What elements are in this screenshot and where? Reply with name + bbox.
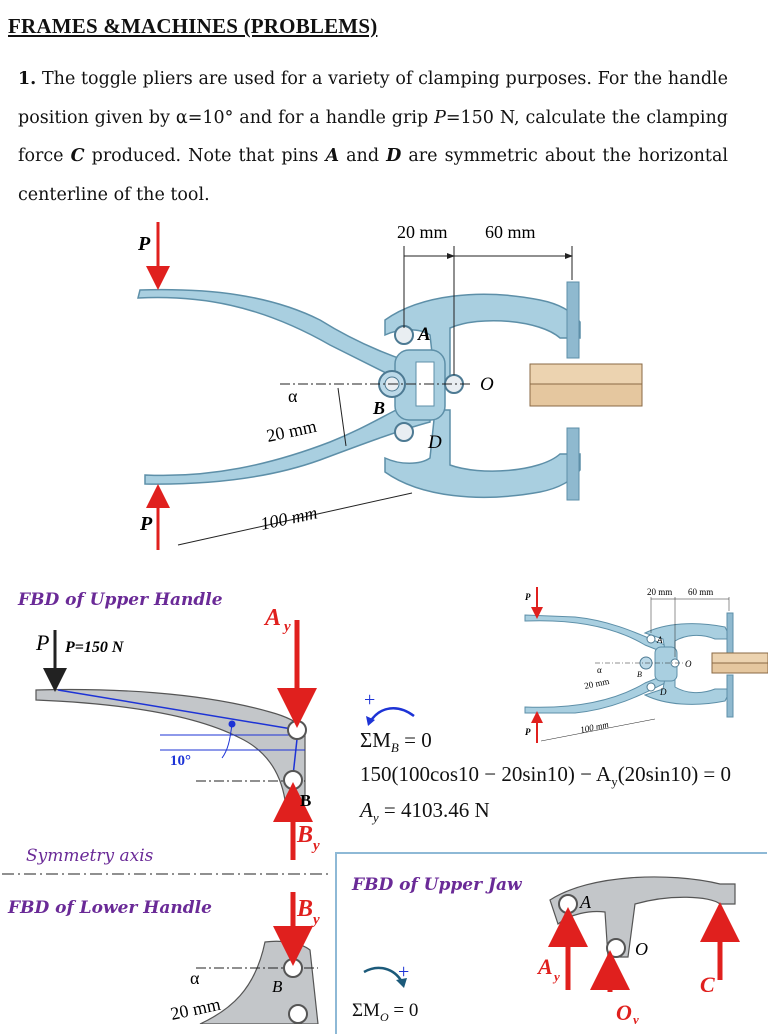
ccw-moment-icon-2: + xyxy=(363,962,409,988)
c-symbol: C xyxy=(70,146,85,166)
jaw-ay-sub: y xyxy=(552,969,560,984)
fbd-upper-by-sub: y xyxy=(311,838,320,854)
label-alpha: α xyxy=(288,386,298,406)
equation-ay-result: Ay = 4103.46 N xyxy=(360,798,490,826)
problem-text-3: =150 N, calculate the clamping force xyxy=(18,107,729,167)
jaw-ay: A xyxy=(536,954,553,979)
label-O: O xyxy=(480,374,494,395)
dim-20mm-slant: 20 mm xyxy=(265,416,319,446)
symmetry-axis-label: Symmetry axis xyxy=(26,846,154,866)
dim-100mm: 100 mm xyxy=(259,502,319,534)
d-symbol: D xyxy=(386,146,402,166)
fbd-upper-handle-diagram: P P=150 N 10° A y B B y xyxy=(35,605,320,860)
sum-mo-rhs: = 0 xyxy=(388,1000,419,1021)
ay-value: = 4103.46 N xyxy=(378,798,490,822)
wood-block xyxy=(529,363,643,385)
small-label-alpha: α xyxy=(597,665,602,675)
sum-mo-subscript: O xyxy=(379,1009,389,1024)
fbd-lower-handle-title: FBD of Lower Handle xyxy=(8,898,212,918)
fbd-lower-by-sub: y xyxy=(311,912,320,928)
equation-sum-mb: ΣMB = 0 xyxy=(360,728,432,756)
problem-text-6: are symmetric about the horizontal cente… xyxy=(18,146,728,205)
symmetry-axis-line xyxy=(2,873,330,875)
fbd-upper-handle-title: FBD of Upper Handle xyxy=(18,590,223,610)
fbd-upper-angle: 10° xyxy=(170,753,191,769)
alpha-value: α=10° xyxy=(175,107,234,128)
pin-A xyxy=(394,325,414,345)
lower-screw xyxy=(566,427,580,501)
moment-balance-sub: y xyxy=(611,774,618,790)
small-dim-20mm: 20 mm xyxy=(647,587,672,597)
label-P-bottom: P xyxy=(139,513,153,535)
fbd-upper-b: B xyxy=(300,791,311,810)
a-symbol: A xyxy=(325,146,340,166)
problem-statement: 1. The toggle pliers are used for a vari… xyxy=(18,60,728,214)
sum-mb-symbol: ΣM xyxy=(360,728,391,752)
label-A: A xyxy=(417,324,431,345)
small-dim-100mm: 100 mm xyxy=(579,719,610,735)
problem-number: 1. xyxy=(18,69,37,89)
fbd-upper-jaw-diagram: A O A y O y C xyxy=(536,876,740,1024)
sum-mo-symbol: ΣM xyxy=(352,1000,380,1021)
upper-screw xyxy=(566,281,580,359)
problem-text-4: produced. Note that pins xyxy=(84,146,326,166)
small-dim-60mm: 60 mm xyxy=(688,587,713,597)
fbd-upper-by: B xyxy=(296,822,313,848)
label-D: D xyxy=(427,432,442,453)
jaw-label-A: A xyxy=(579,892,592,912)
pin-D xyxy=(394,422,414,442)
fbd-lower-alpha: α xyxy=(190,968,200,988)
ccw-moment-icon: + xyxy=(364,690,415,726)
svg-text:+: + xyxy=(364,690,375,711)
small-pliers-figure: 20 mm 60 mm 20 mm 100 mm P P α A B O D xyxy=(524,587,768,743)
jaw-oy-sub: y xyxy=(631,1012,639,1024)
problem-text-5: and xyxy=(339,146,387,166)
label-P-top: P xyxy=(137,233,151,255)
small-label-P-bottom: P xyxy=(525,727,531,737)
fbd-upper-jaw-box xyxy=(335,852,767,1034)
fbd-upper-p-label: P xyxy=(35,630,49,655)
ay-subscript: y xyxy=(372,810,379,826)
fbd-upper-ay: A xyxy=(263,605,281,631)
label-B: B xyxy=(372,398,385,418)
jaw-oy: O xyxy=(616,1000,632,1024)
jaw-label-O: O xyxy=(635,939,648,959)
dim-20mm: 20 mm xyxy=(397,222,448,242)
lower-jaw xyxy=(384,409,581,499)
fbd-upper-p-value: P=150 N xyxy=(64,639,125,656)
moment-balance-lhs: 150(100cos10 − 20sin10) − A xyxy=(360,762,612,786)
equation-sum-mo: ΣMO = 0 xyxy=(352,1000,418,1025)
moment-balance-rhs: (20sin10) = 0 xyxy=(617,762,732,786)
toggle-pliers-figure: 20 mm 60 mm 20 mm 100 mm P P α A B O D xyxy=(137,222,643,550)
equation-moment-balance: 150(100cos10 − 20sin10) − Ay(20sin10) = … xyxy=(360,762,731,790)
sum-mb-subscript: B xyxy=(390,740,399,756)
fbd-upper-ay-sub: y xyxy=(282,619,291,635)
upper-jaw-shape xyxy=(549,876,736,958)
small-label-B: B xyxy=(637,670,642,679)
jaw-c: C xyxy=(700,972,715,997)
problem-text-1: The toggle pliers are used for a variety… xyxy=(18,69,728,128)
small-dim-20mm-slant: 20 mm xyxy=(583,676,610,691)
problem-text-2: and for a handle grip xyxy=(233,107,435,128)
page-title: FRAMES &MACHINES (PROBLEMS) xyxy=(8,14,378,38)
small-label-D: D xyxy=(659,687,667,697)
fbd-lower-by: B xyxy=(296,896,313,922)
dim-60mm: 60 mm xyxy=(485,222,536,242)
upper-handle xyxy=(137,288,431,386)
small-label-A: A xyxy=(656,635,663,645)
fbd-lower-b: B xyxy=(272,977,283,996)
upper-handle-shape xyxy=(35,688,306,801)
small-label-O: O xyxy=(685,659,692,669)
fbd-lower-handle-diagram: B y α B 20 mm xyxy=(169,892,320,1024)
fbd-upper-jaw-title: FBD of Upper Jaw xyxy=(352,875,522,895)
p-symbol: P xyxy=(434,107,446,128)
small-label-P-top: P xyxy=(525,592,531,602)
ay-symbol: A xyxy=(360,798,373,822)
jaw-plus: + xyxy=(398,962,409,983)
sum-mb-rhs: = 0 xyxy=(398,728,432,752)
